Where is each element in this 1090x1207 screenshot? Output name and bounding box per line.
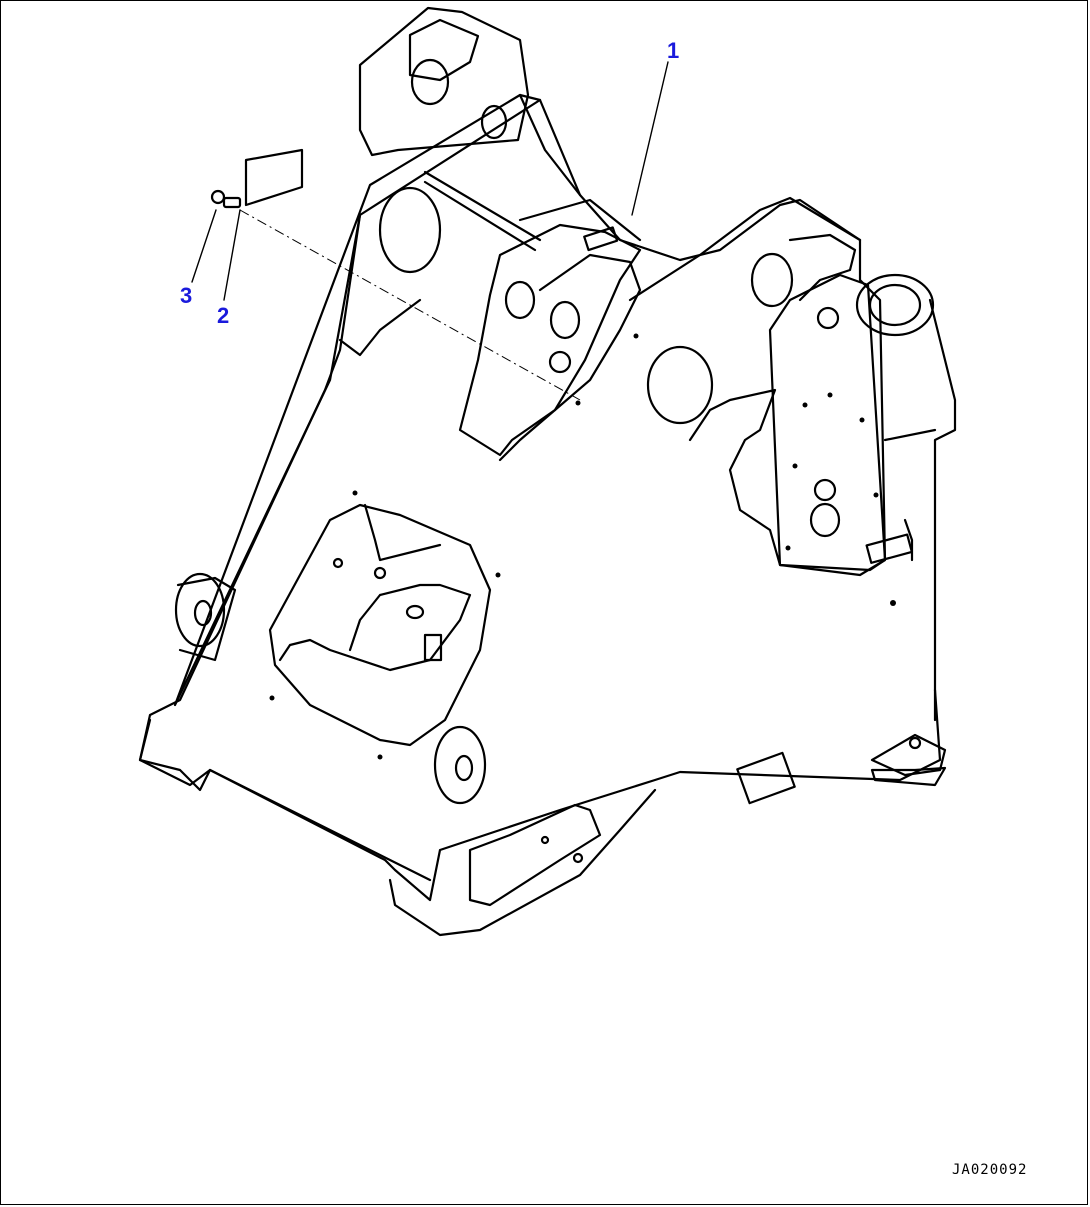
drawing-code: JA020092 bbox=[952, 1162, 1028, 1178]
leader-3 bbox=[191, 209, 217, 283]
plate-part-2 bbox=[244, 148, 304, 207]
front-frame-part-1 bbox=[138, 6, 957, 937]
bolt-part-3 bbox=[210, 189, 581, 401]
leader-2 bbox=[223, 209, 241, 301]
callout-3: 3 bbox=[180, 283, 193, 308]
leader-1 bbox=[631, 61, 669, 216]
callout-2: 2 bbox=[217, 303, 230, 328]
callout-1: 1 bbox=[667, 38, 680, 63]
leader-lines bbox=[191, 61, 669, 301]
